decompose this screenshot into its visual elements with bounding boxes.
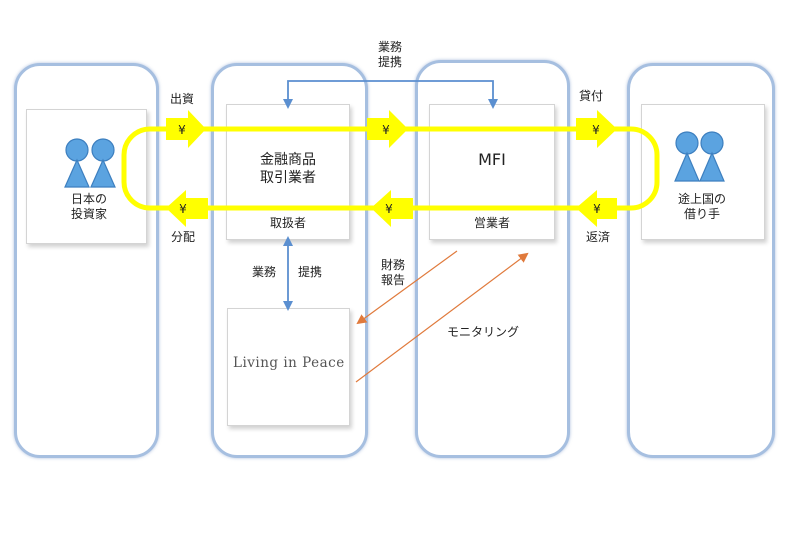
financial-report-label: 財務 報告 — [373, 258, 413, 288]
partnership-top-line1: 業務 — [377, 40, 402, 54]
loan-arrow — [576, 110, 617, 148]
yen-symbol: ¥ — [385, 202, 393, 216]
repayment-arrow — [576, 190, 617, 227]
broker-to-mfi-arrow — [367, 110, 408, 148]
monitoring-label: モニタリング — [447, 325, 520, 339]
financial-report-line2: 報告 — [380, 273, 405, 287]
partnership-label-top: 業務 提携 — [370, 40, 410, 70]
yen-symbol: ¥ — [179, 202, 187, 216]
financial-report-line1: 財務 — [380, 258, 405, 272]
investment-arrow — [166, 110, 206, 148]
living-in-peace-title: Living in Peace — [233, 355, 345, 371]
loan-label: 貸付 — [579, 89, 604, 103]
mfi-sub-label: 営業者 — [473, 216, 510, 230]
broker-title-line2: 取引業者 — [260, 170, 316, 186]
borrower-panel — [641, 104, 765, 240]
yen-symbol: ¥ — [382, 123, 390, 137]
broker-title-line1: 金融商品 — [260, 152, 316, 168]
yen-symbol: ¥ — [178, 123, 186, 137]
investment-label: 出資 — [170, 92, 195, 106]
borrower-label: 途上国の 借り手 — [668, 192, 736, 222]
investor-label-line1: 日本の — [70, 192, 107, 206]
financial-report-arrow — [356, 250, 458, 325]
investor-people-icon — [64, 138, 116, 188]
partnership-left-b: 提携 — [298, 265, 323, 279]
partnership-bracket-top — [283, 80, 498, 109]
borrower-label-line2: 借り手 — [683, 207, 720, 221]
partnership-left-a: 業務 — [252, 265, 277, 279]
broker-sub-label: 取扱者 — [269, 216, 306, 230]
mfi-to-broker-arrow — [371, 190, 413, 227]
partnership-top-line2: 提携 — [377, 55, 402, 69]
borrower-label-line1: 途上国の — [677, 192, 726, 206]
yen-symbol: ¥ — [592, 123, 600, 137]
monitoring-arrow — [355, 252, 529, 383]
yen-symbol: ¥ — [593, 202, 601, 216]
broker-title: 金融商品 取引業者 — [246, 151, 330, 187]
investor-label-line2: 投資家 — [70, 207, 107, 221]
investor-label: 日本の 投資家 — [56, 192, 122, 222]
distribution-label: 分配 — [171, 230, 196, 244]
mfi-title: MFI — [478, 150, 506, 169]
borrower-people-icon — [674, 131, 725, 182]
repayment-label: 返済 — [586, 230, 611, 244]
investor-panel — [26, 109, 147, 244]
distribution-arrow — [166, 190, 208, 227]
